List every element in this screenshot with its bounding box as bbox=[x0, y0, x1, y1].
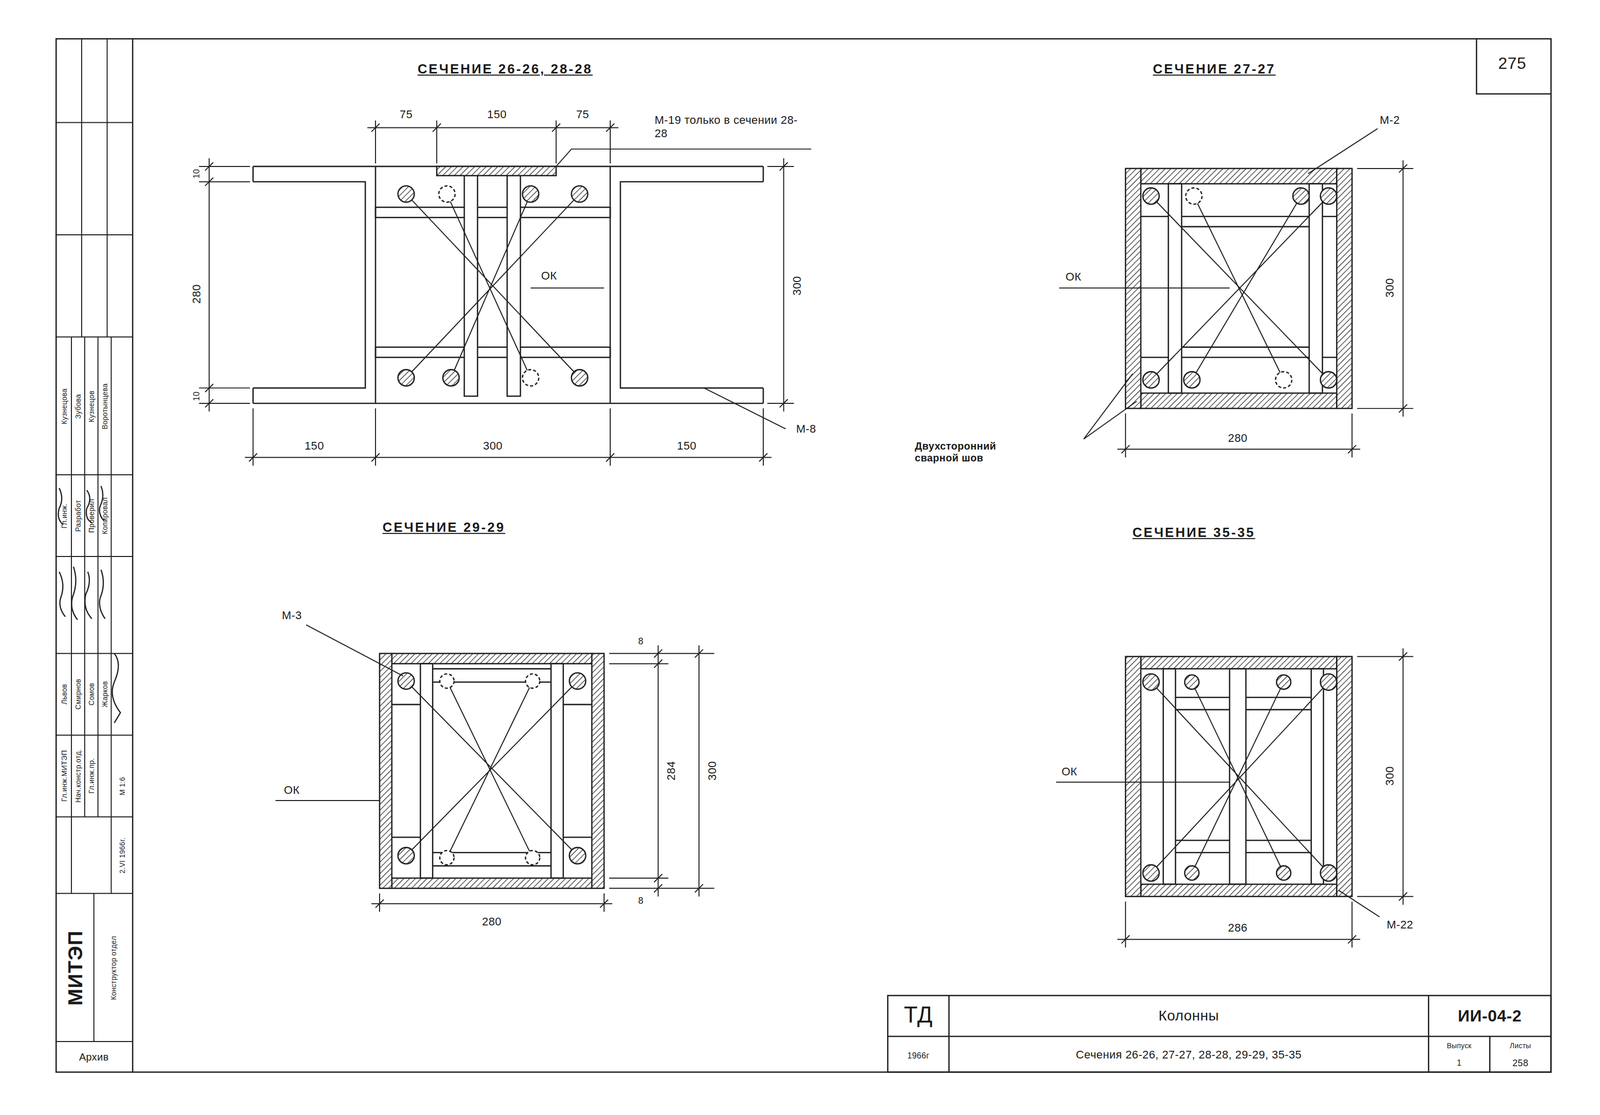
stamp-name: Сомов bbox=[87, 681, 96, 707]
table-cell: Выпуск bbox=[1445, 1041, 1474, 1050]
section-26-28 bbox=[198, 120, 812, 466]
stamp-role: Гл.инж. bbox=[60, 501, 69, 530]
dimension: 300 bbox=[481, 439, 505, 453]
part-callout: ОК bbox=[282, 783, 302, 797]
dimension: 280 bbox=[190, 282, 204, 306]
section-35 bbox=[1056, 648, 1414, 948]
stamp-name: Львов bbox=[60, 682, 69, 706]
organization: МИТЭП bbox=[63, 928, 88, 1008]
weld-note: Двухсторонний сварной шов bbox=[913, 440, 1019, 464]
dimension: 75 bbox=[398, 107, 414, 121]
part-callout: М-19 только в сечении 28-28 bbox=[652, 113, 809, 140]
part-callout: ОК bbox=[539, 269, 559, 282]
leader-line bbox=[1056, 781, 1380, 917]
sheet-year: 1966г bbox=[906, 1050, 932, 1061]
date: 2.VI 1966г. bbox=[118, 835, 127, 875]
dimension: 75 bbox=[574, 107, 591, 121]
dimension-line bbox=[198, 120, 794, 466]
section-title: СЕЧЕНИЕ 27-27 bbox=[1151, 61, 1278, 78]
page-number: 275 bbox=[1496, 53, 1529, 73]
table-cell: Архив bbox=[77, 1050, 111, 1063]
dimension: 8 bbox=[636, 635, 645, 647]
dimension: 300 bbox=[1383, 764, 1397, 787]
stamp-role: Проверил bbox=[87, 496, 96, 534]
sheet-frame bbox=[55, 39, 1551, 1072]
page-number-box bbox=[1476, 39, 1552, 94]
dimension: 10 bbox=[192, 389, 202, 403]
title-block bbox=[887, 995, 1551, 1072]
part-callout: М-8 bbox=[794, 422, 818, 436]
dimension: 150 bbox=[675, 439, 699, 453]
part-callout: ОК bbox=[1060, 765, 1080, 779]
dimension: 280 bbox=[1226, 431, 1250, 445]
section-title: СЕЧЕНИЕ 35-35 bbox=[1131, 524, 1257, 541]
part-callout: М-3 bbox=[280, 609, 304, 623]
section-title: СЕЧЕНИЕ 29-29 bbox=[381, 520, 507, 536]
sheet-subtitle: Сечения 26-26, 27-27, 28-28, 29-29, 35-3… bbox=[1074, 1047, 1304, 1061]
stamp-name: Жарков bbox=[100, 679, 109, 709]
section-title: СЕЧЕНИЕ 26-26, 28-28 bbox=[416, 61, 595, 78]
sheet-code: ТД bbox=[902, 1001, 935, 1028]
dimension: 286 bbox=[1226, 921, 1250, 935]
stamp-name: Кузнецова bbox=[60, 386, 69, 426]
dimension: 150 bbox=[485, 107, 509, 121]
dimension: 10 bbox=[192, 167, 202, 180]
dimension: 300 bbox=[790, 274, 804, 297]
sheet-number: ИИ-04-2 bbox=[1456, 1006, 1523, 1026]
dimension: 300 bbox=[1383, 276, 1397, 299]
section-29 bbox=[275, 624, 714, 912]
sheet-title: Колонны bbox=[1157, 1007, 1221, 1024]
stamp-grid bbox=[55, 39, 133, 1042]
stamp-role: Нач.констр.отд. bbox=[73, 747, 83, 805]
dimension: 150 bbox=[303, 439, 326, 453]
part-callout: ОК bbox=[1064, 270, 1084, 284]
leader-line bbox=[1059, 128, 1378, 439]
leader-line bbox=[275, 624, 403, 801]
part-callout: М-22 bbox=[1385, 918, 1416, 932]
table-cell: Листы bbox=[1508, 1041, 1533, 1050]
dimension: 8 bbox=[636, 894, 645, 906]
department: Конструктор отдел bbox=[109, 934, 118, 1002]
signature bbox=[59, 566, 105, 620]
stamp-name: Кузнецов bbox=[87, 388, 96, 424]
section-27 bbox=[1059, 128, 1414, 458]
dimension: 280 bbox=[480, 915, 504, 929]
stamp-name: Смирнов bbox=[73, 676, 83, 711]
dimension: 284 bbox=[665, 759, 679, 782]
stamp-role: Копировал bbox=[100, 495, 109, 536]
dimension-line bbox=[1117, 160, 1414, 458]
dimension: 300 bbox=[705, 759, 719, 782]
stamp-role: Гл.инж.пр. bbox=[87, 756, 96, 796]
stamp-name: Зубова bbox=[73, 392, 83, 421]
dimension-line bbox=[1117, 648, 1414, 948]
stamp-role: Гл.инж.МИТЭП bbox=[60, 748, 69, 804]
stamp-role: Разработ bbox=[73, 497, 83, 533]
scale: М 1:6 bbox=[118, 775, 127, 797]
dimension-line bbox=[371, 645, 715, 912]
table-cell: 1 bbox=[1455, 1058, 1463, 1068]
stamp-name: Воротынцева bbox=[100, 381, 109, 431]
leader-line bbox=[530, 148, 812, 429]
table-cell: 258 bbox=[1511, 1057, 1531, 1068]
part-callout: М-2 bbox=[1378, 114, 1402, 127]
stamp-border bbox=[132, 39, 134, 1072]
